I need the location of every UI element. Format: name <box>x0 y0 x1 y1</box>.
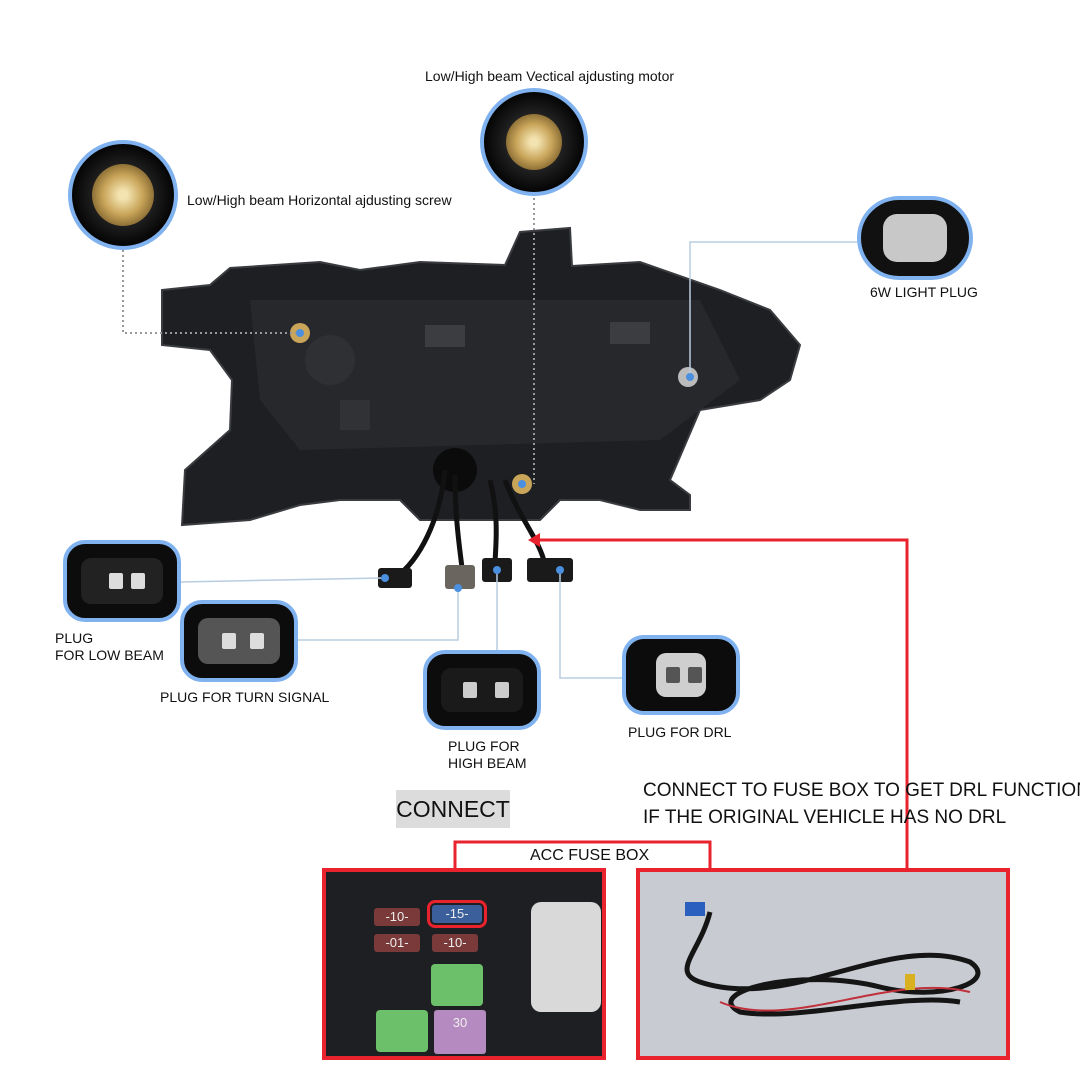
harness-cable <box>684 902 981 1017</box>
low-beam-label-line2: FOR LOW BEAM <box>55 647 164 663</box>
low-beam-plug-photo <box>63 540 181 622</box>
green-fuse <box>376 1010 428 1052</box>
horizontal-screw-photo <box>68 140 178 250</box>
high-beam-plug-photo <box>423 650 541 730</box>
fuse-10a: -10- <box>374 908 420 926</box>
light-plug-photo <box>857 196 973 280</box>
instruction-line-1: CONNECT TO FUSE BOX TO GET DRL FUNCTION <box>643 780 1080 801</box>
fuse-10a: -10- <box>432 934 478 952</box>
fuse-30a: 30 <box>434 1010 486 1054</box>
drl-label: PLUG FOR DRL <box>628 724 732 740</box>
drl-plug-photo <box>622 635 740 715</box>
high-beam-label-line2: HIGH BEAM <box>448 755 527 771</box>
turn-signal-label: PLUG FOR TURN SIGNAL <box>160 689 330 705</box>
fuse-15a-acc: -15- <box>427 900 487 928</box>
acc-fuse-box-label: ACC FUSE BOX <box>530 847 650 864</box>
vertical-motor-photo <box>480 88 588 196</box>
light-plug-label: 6W LIGHT PLUG <box>870 284 978 300</box>
green-fuse <box>431 964 483 1006</box>
vertical-motor-label: Low/High beam Vectical ajdusting motor <box>425 68 675 84</box>
connect-label: CONNECT <box>396 790 510 828</box>
turn-signal-plug-photo <box>180 600 298 682</box>
fuse-box-photo: -10- -15- -01- -10- 30 <box>322 868 606 1060</box>
low-beam-label-line1: PLUG <box>55 630 94 646</box>
fuse-10a: -01- <box>374 934 420 952</box>
instruction-line-2: IF THE ORIGINAL VEHICLE HAS NO DRL <box>643 807 1007 828</box>
high-beam-label-line1: PLUG FOR <box>448 738 520 754</box>
wiring-harness-photo <box>636 868 1010 1060</box>
horizontal-screw-label: Low/High beam Horizontal ajdusting screw <box>187 192 452 208</box>
